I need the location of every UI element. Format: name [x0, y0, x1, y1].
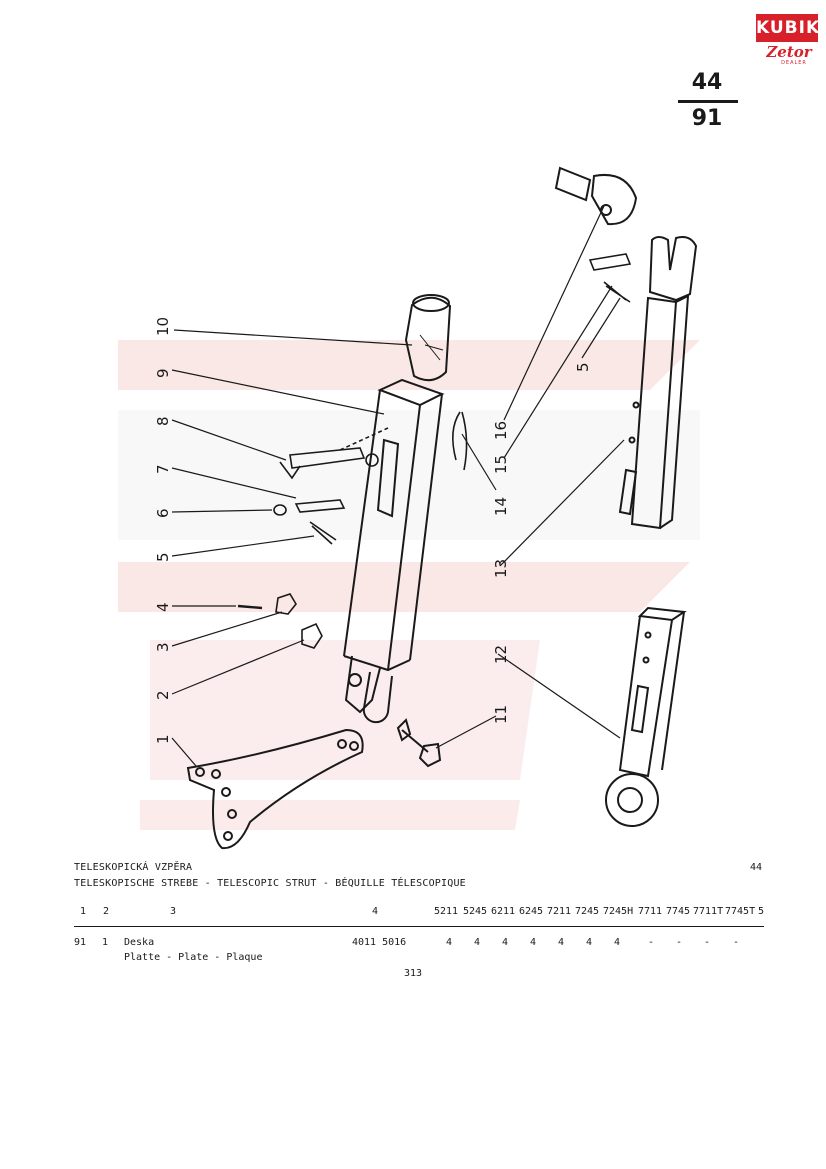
- row-count: 1: [102, 937, 109, 948]
- callout-14: 14: [492, 497, 510, 516]
- bolt: [396, 718, 442, 768]
- callout-3: 3: [154, 642, 172, 652]
- table-rule: [74, 926, 764, 927]
- inner-tube-lower: [605, 606, 687, 827]
- col-header: 1: [80, 906, 87, 917]
- callout-4: 4: [154, 602, 172, 612]
- col-header: 7245H: [603, 906, 634, 917]
- callout-5: 5: [154, 552, 172, 562]
- row-pos: 91: [74, 937, 87, 948]
- title-czech: TELESKOPICKÁ VZPĚRA: [74, 862, 193, 873]
- col-header: 5211: [434, 906, 459, 917]
- col-header: 5245: [463, 906, 488, 917]
- page-number-top: 44: [691, 70, 723, 95]
- mounting-plate: [186, 728, 364, 850]
- rubber-grip: [404, 294, 452, 382]
- row-qty: -: [648, 937, 655, 948]
- callout-1: 1: [154, 734, 172, 744]
- row-name: Deska: [124, 937, 155, 948]
- col-header: 2: [103, 906, 110, 917]
- logo-zetor-text: Zetor: [766, 43, 812, 61]
- col-header: 7245: [575, 906, 600, 917]
- logo-dealer-text: DEALER: [781, 60, 807, 66]
- section-number: 44: [750, 862, 763, 873]
- callout-labels: 1 2 3 4 5 6 7 8 9 10 11 12 13 14 15 16 5: [154, 317, 592, 744]
- col-header: 7711: [638, 906, 663, 917]
- row-qty: 4: [586, 937, 593, 948]
- footer-page-number: 313: [404, 968, 423, 979]
- row-qty: 4: [502, 937, 509, 948]
- row-qty: 4: [474, 937, 481, 948]
- row-qty: -: [676, 937, 683, 948]
- col-header: 7211: [547, 906, 572, 917]
- page-number-bottom: 91: [691, 106, 723, 131]
- small-parts-right: [588, 253, 632, 303]
- col-header: 5: [758, 906, 765, 917]
- col-header: 3: [170, 906, 177, 917]
- eye-bolt: [554, 166, 638, 226]
- page-number-divider: [678, 100, 738, 103]
- col-header: 7745T: [725, 906, 756, 917]
- row-part-number: 4011 5016: [352, 937, 407, 948]
- row-qty: 4: [558, 937, 565, 948]
- callout-12: 12: [492, 645, 510, 664]
- logo-red-bar: [756, 14, 818, 42]
- col-header: 7711T: [693, 906, 724, 917]
- inner-tube-upper: [618, 236, 698, 530]
- callout-5-right: 5: [574, 362, 592, 372]
- callout-6: 6: [154, 508, 172, 518]
- kubik-zetor-logo: KUBIK Zetor DEALER: [756, 14, 821, 66]
- row-qty: 4: [530, 937, 537, 948]
- row-name-translation: Platte - Plate - Plaque: [124, 952, 263, 963]
- callout-2: 2: [154, 690, 172, 700]
- callout-10: 10: [154, 317, 172, 336]
- col-header: 7745: [666, 906, 691, 917]
- callout-16: 16: [492, 421, 510, 440]
- row-qty: 4: [614, 937, 621, 948]
- logo-kubik-text: KUBIK: [756, 18, 821, 38]
- leader-lines: [171, 205, 625, 767]
- watermark: [118, 340, 700, 830]
- col-header: 4: [372, 906, 379, 917]
- callout-7: 7: [154, 464, 172, 474]
- chain-and-pin: [279, 427, 389, 480]
- small-parts-left: [237, 499, 346, 649]
- row-qty: -: [704, 937, 711, 948]
- row-qty: -: [733, 937, 740, 948]
- title-multilang: TELESKOPISCHE STREBE - TELESCOPIC STRUT …: [74, 878, 466, 889]
- exploded-parts-diagram: 1 2 3 4 5 6 7 8 9 10 11 12 13 14 15 16 5: [118, 166, 700, 850]
- callout-15: 15: [492, 455, 510, 474]
- callout-13: 13: [492, 559, 510, 578]
- callout-9: 9: [154, 368, 172, 378]
- row-qty: 4: [446, 937, 453, 948]
- col-header: 6211: [491, 906, 516, 917]
- callout-11: 11: [492, 705, 510, 724]
- col-header: 6245: [519, 906, 544, 917]
- callout-8: 8: [154, 416, 172, 426]
